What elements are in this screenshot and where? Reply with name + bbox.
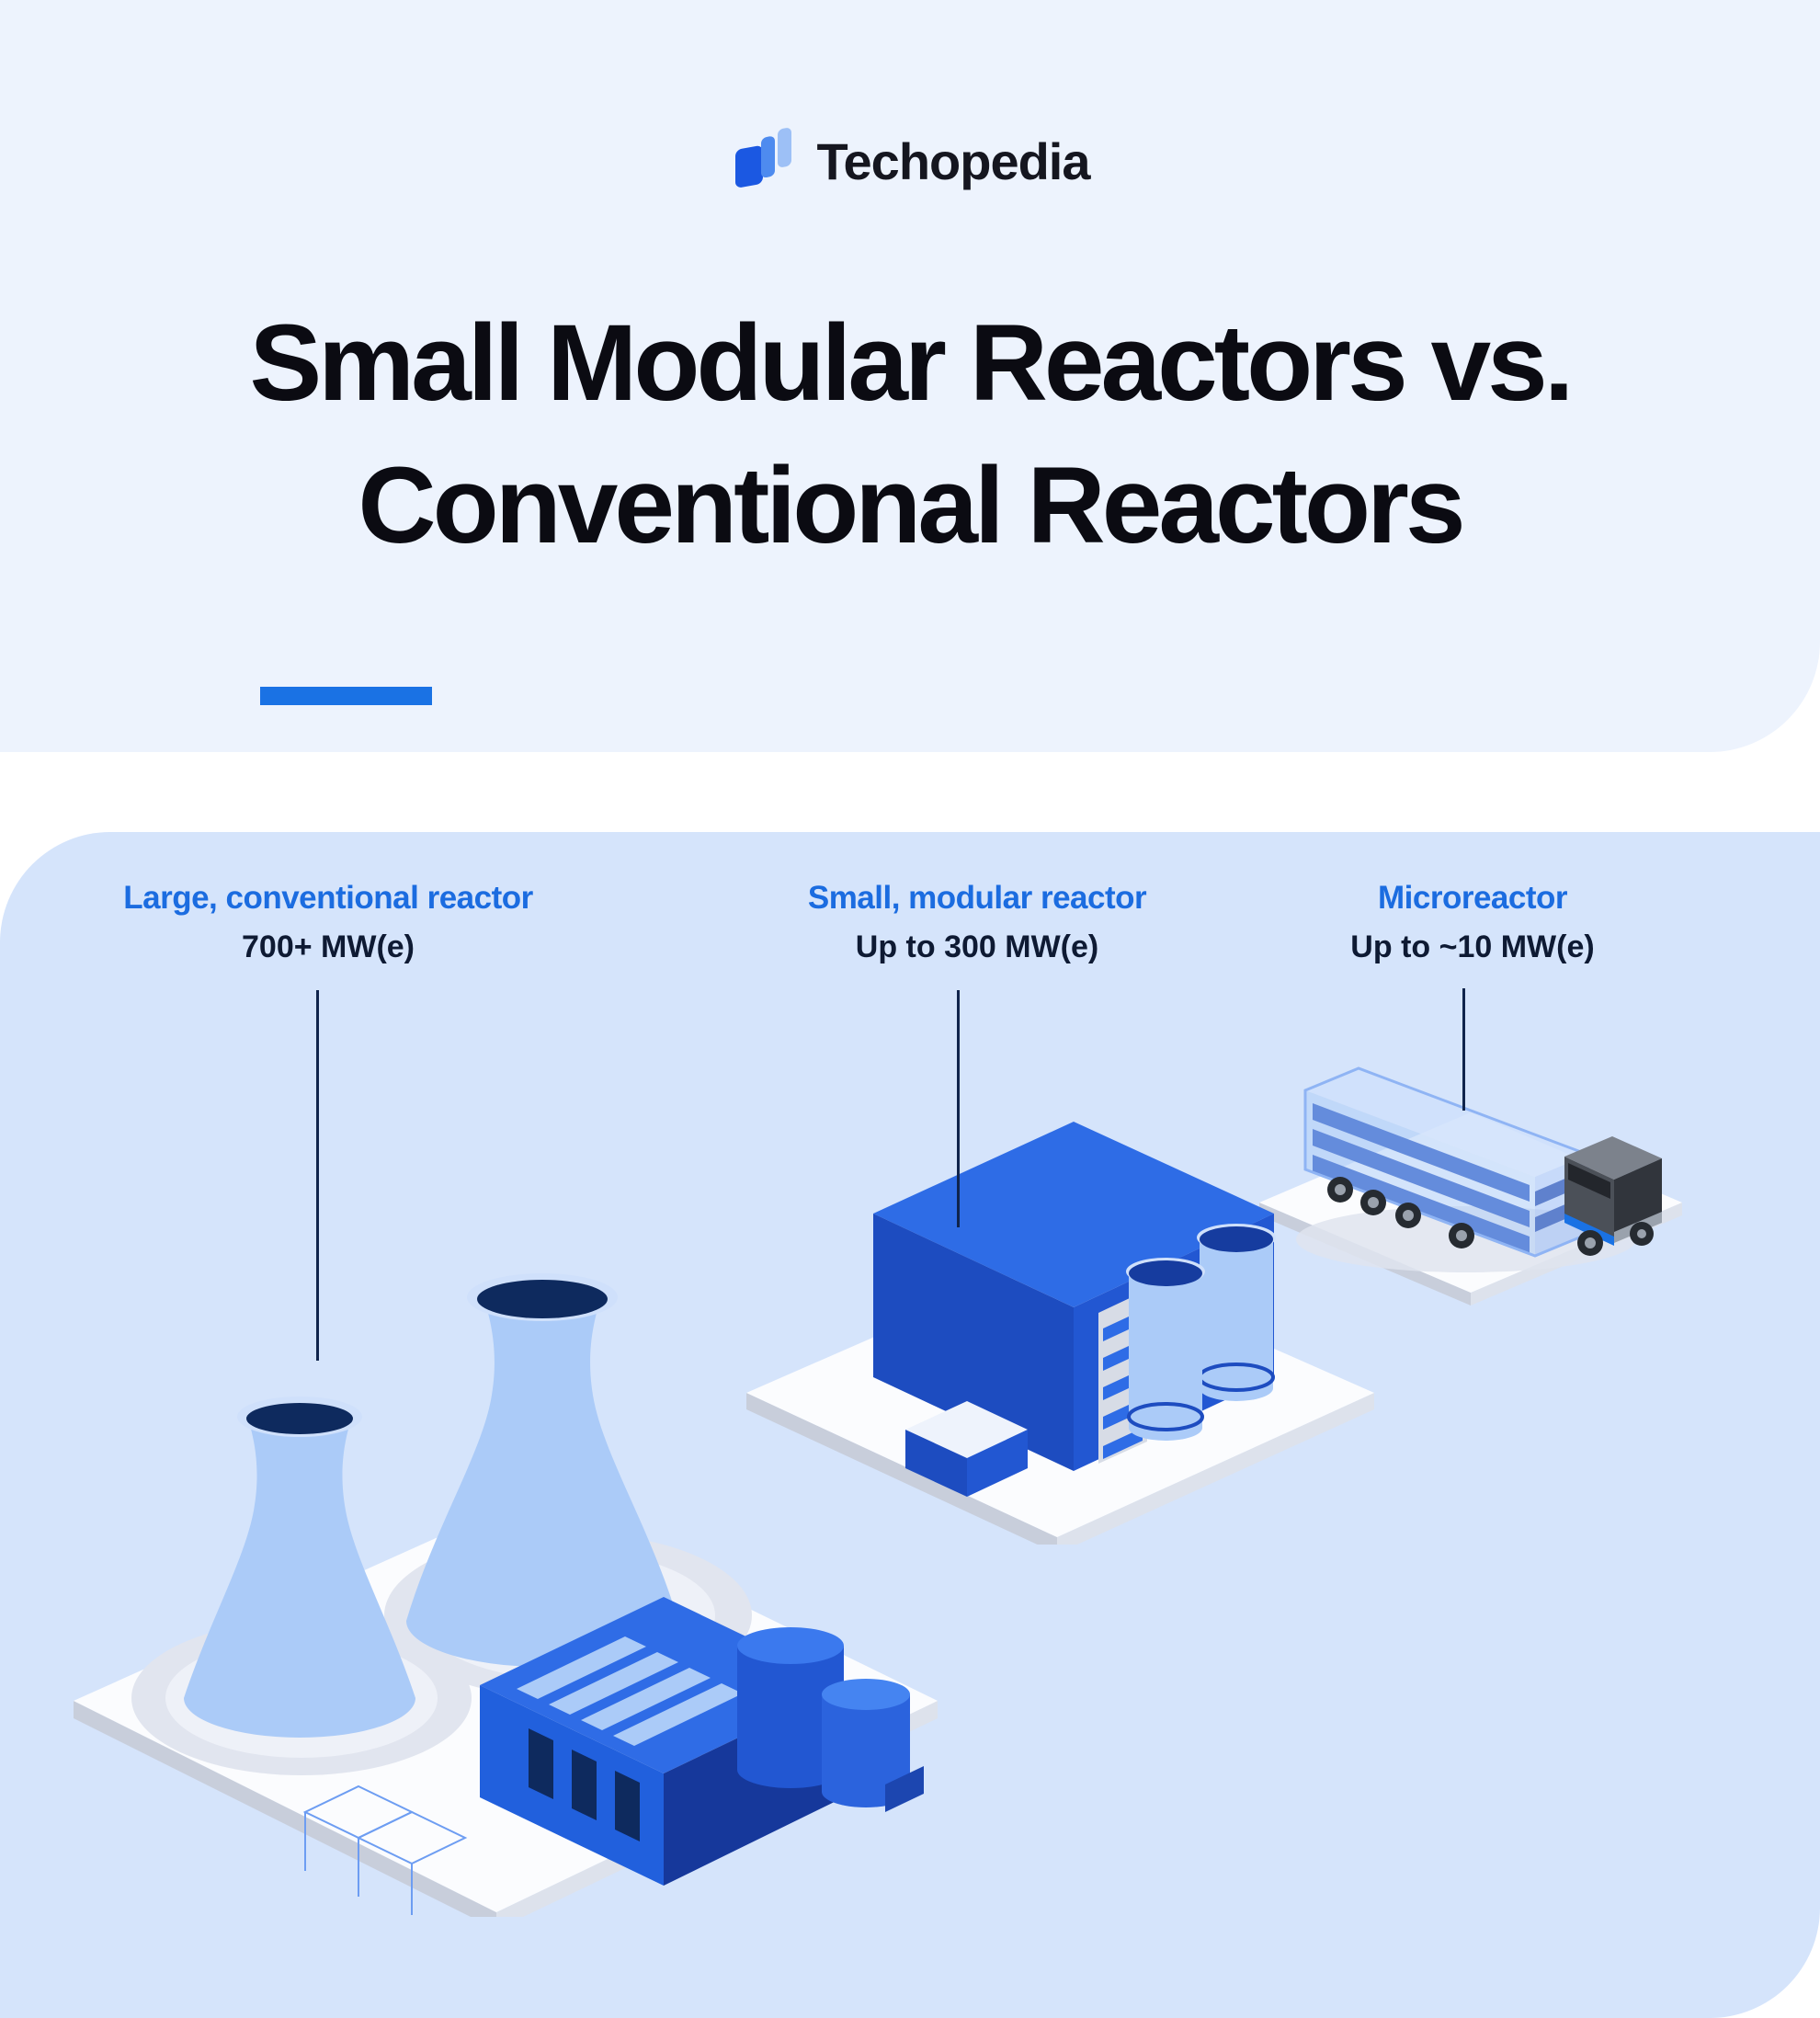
page-title: Small Modular Reactors vs. Conventional … [0,292,1820,576]
connector-line-small-reactor [957,990,960,1227]
title-line-1: Small Modular Reactors vs. [249,302,1574,424]
brand-name: Techopedia [816,131,1090,190]
reactor-type-label: Small, modular reactor [807,880,1147,916]
roof-vents [517,1636,743,1746]
entrance-module [905,1401,1028,1497]
connector-line-microreactor [1462,988,1465,1111]
techopedia-logo: Techopedia [0,127,1820,195]
title-accent-underline [260,687,432,705]
storage-tanks [737,1627,924,1812]
cooling-tower-front [184,1397,415,1738]
reactor-type-label: Large, conventional reactor [123,880,533,916]
techopedia-logo-icon [735,128,792,188]
reactor-capacity-label: Up to ~10 MW(e) [1350,929,1595,964]
comparison-section: Large, conventional reactor 700+ MW(e) S… [0,832,1820,2018]
truck-wheels [1327,1177,1654,1256]
trailer-translucent-shell [1303,1066,1590,1258]
microreactor-truck-illustration [1259,1066,1682,1305]
large-conventional-reactor-illustration [74,1273,938,1917]
containment-cylinders [1126,1224,1276,1441]
connector-line-large-reactor [316,990,319,1361]
small-modular-reactor-illustration [746,1122,1374,1545]
reactor-capacity-label: 700+ MW(e) [242,929,415,964]
reactor-type-label: Microreactor [1377,880,1568,916]
label-block-small-modular-reactor: Small, modular reactor Up to 300 MW(e) [701,880,1253,965]
blueprint-grid [302,1784,468,1915]
cooling-tower-back [406,1273,678,1667]
label-block-large-conventional-reactor: Large, conventional reactor 700+ MW(e) [48,880,609,965]
reactor-capacity-label: Up to 300 MW(e) [855,929,1099,964]
label-block-microreactor: Microreactor Up to ~10 MW(e) [1234,880,1712,965]
header-section: Techopedia Small Modular Reactors vs. Co… [0,0,1820,752]
title-line-2: Conventional Reactors [358,444,1465,566]
